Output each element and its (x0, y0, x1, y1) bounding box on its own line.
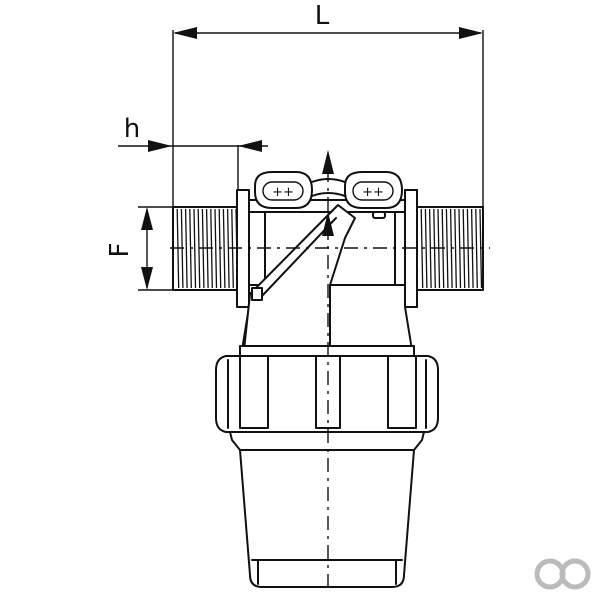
left-thread-lines (176, 208, 239, 289)
left-screw-marks: ++ (272, 185, 294, 200)
dimension-l: L (172, 1, 484, 210)
dimension-label-f: F (105, 243, 135, 258)
dimension-f: F (105, 206, 180, 291)
thread-line (445, 208, 449, 289)
dimension-label-h: h (124, 114, 140, 144)
thread-line (424, 208, 428, 289)
thread-line (214, 208, 218, 289)
valve-head: ++ ++ (241, 171, 418, 351)
thread-line (184, 208, 188, 289)
thread-line (193, 208, 197, 289)
flow-arrow-up-icon (322, 150, 334, 174)
right-screw-marks: ++ (362, 185, 384, 200)
dimension-label-l: L (315, 1, 330, 31)
thread-line (428, 208, 432, 289)
grip-rib-left (239, 355, 269, 429)
center-axis (170, 150, 490, 592)
grip-rib-right (387, 355, 417, 429)
thread-line (197, 208, 201, 289)
dimension-h: h (118, 114, 268, 210)
thread-line (454, 208, 457, 289)
thread-line (420, 208, 424, 289)
grip-rib-center (315, 355, 341, 429)
thread-line (222, 208, 226, 289)
flow-arrow-inner-icon (322, 212, 334, 236)
thread-line (458, 208, 462, 289)
thread-line (475, 208, 478, 289)
filter-bowl (229, 431, 425, 588)
filter-collar (215, 345, 439, 433)
brand-logo-icon (534, 558, 591, 590)
